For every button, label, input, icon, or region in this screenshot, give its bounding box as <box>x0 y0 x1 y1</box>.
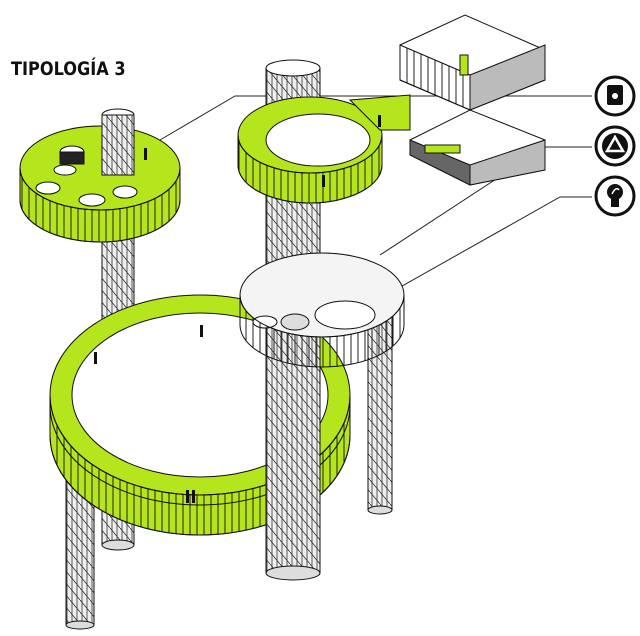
upper-ring-walkway <box>237 94 411 204</box>
human-figures <box>94 115 381 503</box>
building-module <box>399 14 546 186</box>
recycle-icon <box>594 125 636 167</box>
middle-platform <box>239 252 405 368</box>
diagram-title: TIPOLOGÍA 3 <box>11 58 126 80</box>
trash-bin-icon <box>594 75 636 117</box>
lightbulb-icon <box>594 175 636 217</box>
top-left-pod <box>19 114 181 243</box>
